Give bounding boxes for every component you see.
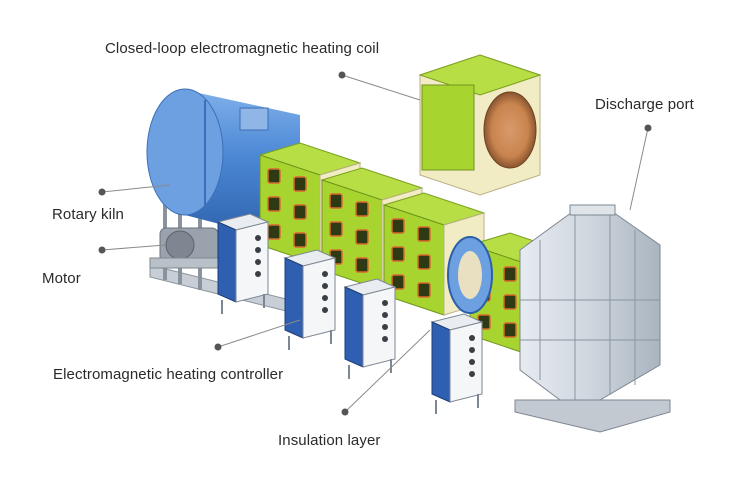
label-motor: Motor [42, 270, 81, 287]
coil-window [293, 204, 307, 220]
coil-window [267, 168, 281, 184]
coil-window [417, 226, 431, 242]
coil-window [391, 274, 405, 290]
coil-window [417, 282, 431, 298]
label-controller: Electromagnetic heating controller [53, 366, 284, 383]
discharge-hopper [514, 204, 671, 433]
heating-controller-cabinet [283, 249, 337, 350]
coil-window [329, 221, 343, 237]
coil-window [417, 254, 431, 270]
coil-window [329, 193, 343, 209]
coil-sections [258, 142, 572, 356]
label-rotary-kiln: Rotary kiln [52, 206, 124, 223]
coil-window [355, 257, 369, 273]
feed-inlet [239, 107, 269, 131]
coil-window [503, 266, 517, 282]
heating-controller-cabinet [430, 313, 484, 414]
label-coil: Closed-loop electromagnetic heating coil [105, 40, 380, 57]
coil-window [355, 229, 369, 245]
coil-window [267, 224, 281, 240]
coil-window [293, 232, 307, 248]
coil-window [267, 196, 281, 212]
leader-lines [98, 71, 652, 416]
heating-controller-cabinet [343, 278, 397, 379]
coil-window [293, 176, 307, 192]
coil-window [503, 294, 517, 310]
label-discharge-port: Discharge port [595, 96, 694, 113]
coil-window [391, 246, 405, 262]
coil-window [503, 322, 517, 338]
coil-window [355, 201, 369, 217]
coil-detail-block [418, 54, 542, 196]
kiln-outlet-ring [447, 236, 493, 314]
heating-controller-cabinet [216, 213, 270, 314]
rotary-kiln [146, 88, 300, 245]
controllers [216, 213, 484, 414]
motor-unit [149, 227, 226, 269]
coil-window [391, 218, 405, 234]
label-insulation: Insulation layer [278, 432, 381, 449]
